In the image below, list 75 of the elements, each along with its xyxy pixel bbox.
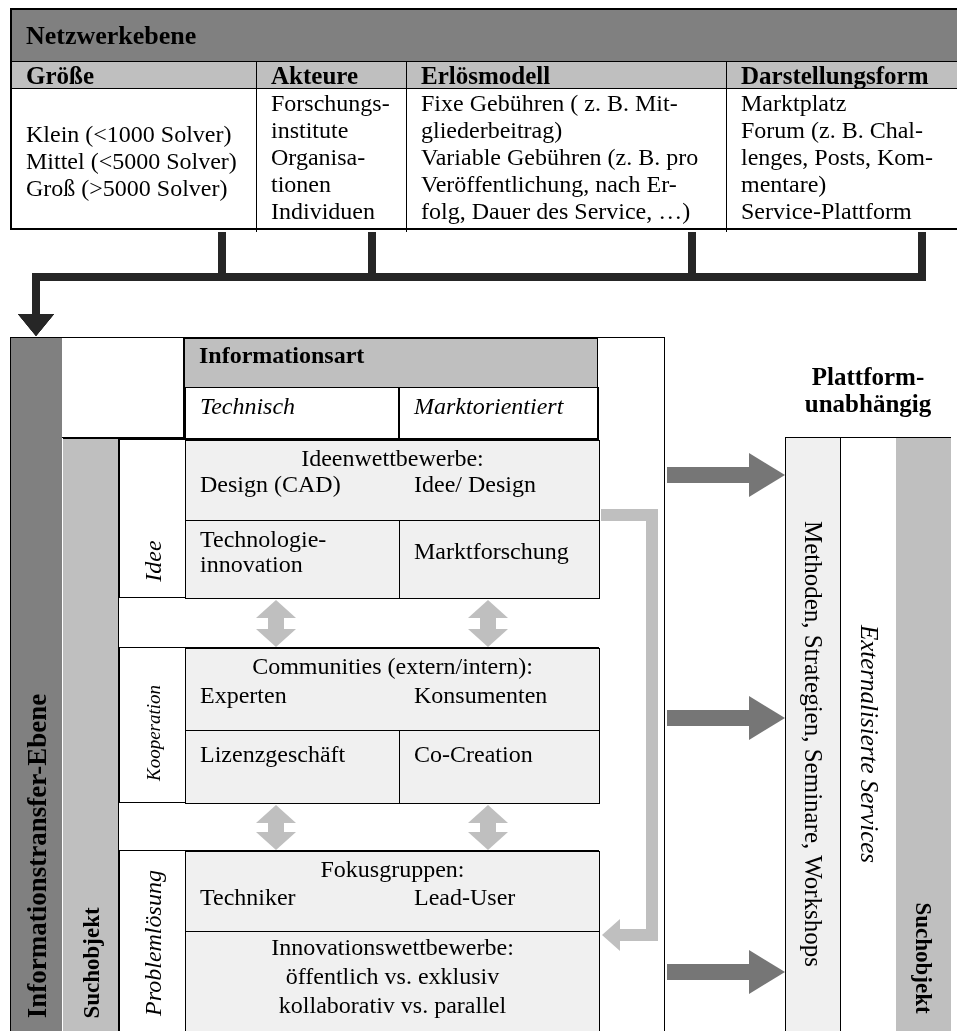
panel-heading: Plattform- unabhängig	[803, 363, 933, 417]
arrow	[667, 453, 785, 497]
list-item: Forschungs- institute	[271, 90, 391, 144]
cell-text: Marktforschung	[414, 538, 569, 565]
list-item: Mittel (<5000 Solver)	[26, 147, 237, 175]
list-item: Individuen	[271, 198, 375, 225]
search-object-band	[63, 438, 599, 1031]
band-label: Suchobjekt	[909, 902, 937, 1014]
cell-text: Lizenzgeschäft	[200, 741, 346, 768]
band-label: Informationstransfer-Ebene	[23, 693, 51, 1019]
table-column	[407, 62, 727, 232]
list-item: Groß (>5000 Solver)	[26, 174, 228, 202]
list-item: Variable Gebühren (z. B. pro Veröffentlichung, nach Er- folg, Dauer des Service, …)	[421, 144, 700, 225]
double-arrow	[468, 600, 508, 647]
arrow	[18, 232, 926, 336]
list-item: Marktplatz	[741, 90, 847, 117]
double-arrow	[256, 805, 296, 850]
table-row	[119, 850, 599, 1031]
table-cell	[185, 520, 400, 599]
list-item: Fixe Gebühren ( z. B. Mit- gliederbeitrag)	[421, 90, 679, 144]
list-item: Service-Plattform	[741, 198, 912, 225]
vertical-column	[786, 438, 841, 1031]
column-header: Akteure	[257, 62, 406, 89]
cell-text: Techniker	[200, 884, 296, 911]
network-level-table	[10, 8, 957, 230]
arrow	[667, 950, 785, 994]
cell-text: Lead-User	[414, 884, 516, 911]
cell-heading: Ideenwettbewerbe:	[301, 445, 484, 472]
transfer-level-panel	[10, 337, 665, 1031]
column-text: Methoden, Strategien, Seminare, Workshops	[799, 520, 827, 968]
table-row	[119, 647, 599, 803]
double-arrow	[256, 600, 296, 647]
table-cell	[185, 931, 600, 1031]
row-label: Kooperation	[141, 684, 165, 782]
column-header: Informationsart	[199, 342, 365, 369]
list-item: Organisa- tionen	[271, 144, 367, 198]
cell-text: Konsumenten	[414, 682, 548, 709]
table-cell	[185, 730, 400, 804]
cell-text: kollaborativ vs. parallel	[278, 991, 507, 1020]
arrow	[601, 509, 658, 951]
row-label: Idee	[139, 540, 167, 582]
list-item: Forum (z. B. Chal- lenges, Posts, Kom- mentare)	[741, 117, 934, 198]
cell-text: Co-Creation	[414, 741, 533, 768]
column-header: Größe	[12, 62, 256, 89]
cell-text: Technologie- innovation	[200, 527, 328, 577]
cell-text: Experten	[200, 682, 287, 709]
table-column	[257, 62, 407, 232]
table-cell	[185, 648, 600, 731]
cell-text: Technisch	[200, 393, 296, 420]
table-cell	[399, 520, 600, 599]
column-header: Darstellungsform	[727, 62, 957, 89]
row-label: Problemlösung	[139, 870, 167, 1016]
table-cell	[399, 730, 600, 804]
double-arrow	[468, 805, 508, 850]
list-item: Klein (<1000 Solver)	[26, 120, 232, 148]
cell-heading: Communities (extern/intern):	[252, 653, 533, 680]
table-column	[12, 62, 257, 232]
cell-text: öffentlich vs. exklusiv	[285, 962, 500, 991]
vertical-column	[896, 438, 951, 1031]
table-cell	[399, 387, 599, 440]
band-label: Suchobjekt	[77, 907, 105, 1019]
cell-text: Design (CAD)	[200, 471, 341, 498]
table-cell	[185, 440, 600, 521]
column-header: Erlösmodell	[407, 62, 726, 89]
cell-text: Marktorientiert	[414, 393, 564, 420]
header-cell	[184, 338, 598, 439]
table-cell	[185, 851, 600, 932]
cell-text: Idee/ Design	[414, 471, 536, 498]
cell-heading: Fokusgruppen:	[320, 856, 465, 883]
table-heading: Netzwerkebene	[12, 10, 957, 62]
table-cell	[185, 387, 399, 440]
table-row	[119, 439, 599, 598]
cell-heading: Innovationswettbewerbe:	[271, 933, 514, 962]
arrow	[667, 696, 785, 740]
column-text: Externalisierte Services	[855, 624, 883, 864]
